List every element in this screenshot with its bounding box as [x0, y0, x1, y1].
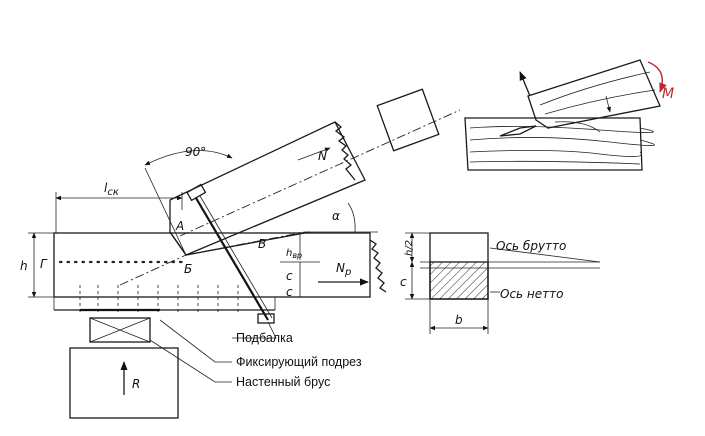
- label-N: N: [318, 149, 327, 163]
- leader-podrez: [159, 319, 232, 363]
- moment-detail: M: [464, 59, 674, 171]
- grain3: [469, 150, 642, 157]
- nail-lines: [79, 285, 239, 312]
- label-Np: Nр: [336, 261, 351, 278]
- grain4: [469, 160, 641, 165]
- label-b: b: [455, 313, 463, 327]
- main-joint-elevation: 90° lск α N А Б В Г h hвр c c Nр: [20, 109, 461, 419]
- rafter-grain2: [544, 89, 656, 115]
- wall-beam-x2: [89, 317, 151, 343]
- uplift-arrow: [519, 71, 531, 97]
- label-c-bottom: c: [286, 285, 293, 299]
- wall-beam-box: [89, 317, 151, 343]
- label-A: А: [175, 219, 184, 233]
- grain2: [469, 137, 655, 146]
- label-h: h: [20, 259, 28, 273]
- bolt-nut-bottom: [257, 313, 275, 324]
- arrow-N: [297, 147, 331, 161]
- chord-cross-section: Ось брутто Ось нетто h/2 c b: [400, 232, 601, 334]
- bottom-chord: [53, 232, 371, 298]
- chord-break: [369, 239, 387, 293]
- gross-axis-leader: [489, 247, 601, 263]
- rafter-grain1: [539, 71, 651, 106]
- upper-rafter: [527, 59, 661, 129]
- label-c-top: c: [286, 269, 293, 283]
- label-R: R: [132, 377, 140, 391]
- leader-brus: [149, 339, 232, 383]
- label-V: В: [258, 237, 266, 251]
- rafter-section: [376, 88, 440, 152]
- label-B: Б: [184, 262, 192, 276]
- label-G: Г: [40, 257, 48, 271]
- caption-podrez: Фиксирующий подрез: [236, 355, 362, 369]
- bolt: [195, 197, 269, 321]
- caption-podbalka: Подбалка: [236, 331, 293, 345]
- split-crack: [499, 125, 537, 137]
- rafter-axis: [179, 109, 461, 237]
- caption-brus: Настенный брус: [236, 375, 330, 389]
- moment-arrow: [647, 61, 667, 93]
- alpha-arc: [347, 202, 356, 233]
- label-c-section: c: [400, 275, 407, 289]
- label-h-half: h/2: [404, 240, 415, 256]
- net-area: [429, 261, 489, 300]
- leader-podbalka: [232, 321, 277, 339]
- label-gross-axis: Ось брутто: [496, 239, 566, 253]
- label-M: M: [662, 86, 674, 102]
- grain1: [469, 126, 654, 133]
- rafter: [169, 121, 366, 256]
- bolt-head-top: [186, 183, 207, 202]
- label-alpha: α: [332, 209, 340, 223]
- angle-90-arc: [144, 150, 233, 166]
- label-hvr: hвр: [286, 248, 302, 260]
- gap-arrow: [605, 95, 611, 113]
- label-90: 90°: [185, 145, 206, 159]
- bolt-edge: [199, 195, 273, 319]
- force-line: [119, 254, 187, 286]
- normal-line: [144, 167, 187, 256]
- knot: [554, 121, 601, 133]
- rafter-break: [334, 121, 356, 181]
- label-net-axis: Ось нетто: [500, 287, 563, 301]
- label-lck: lск: [104, 181, 119, 198]
